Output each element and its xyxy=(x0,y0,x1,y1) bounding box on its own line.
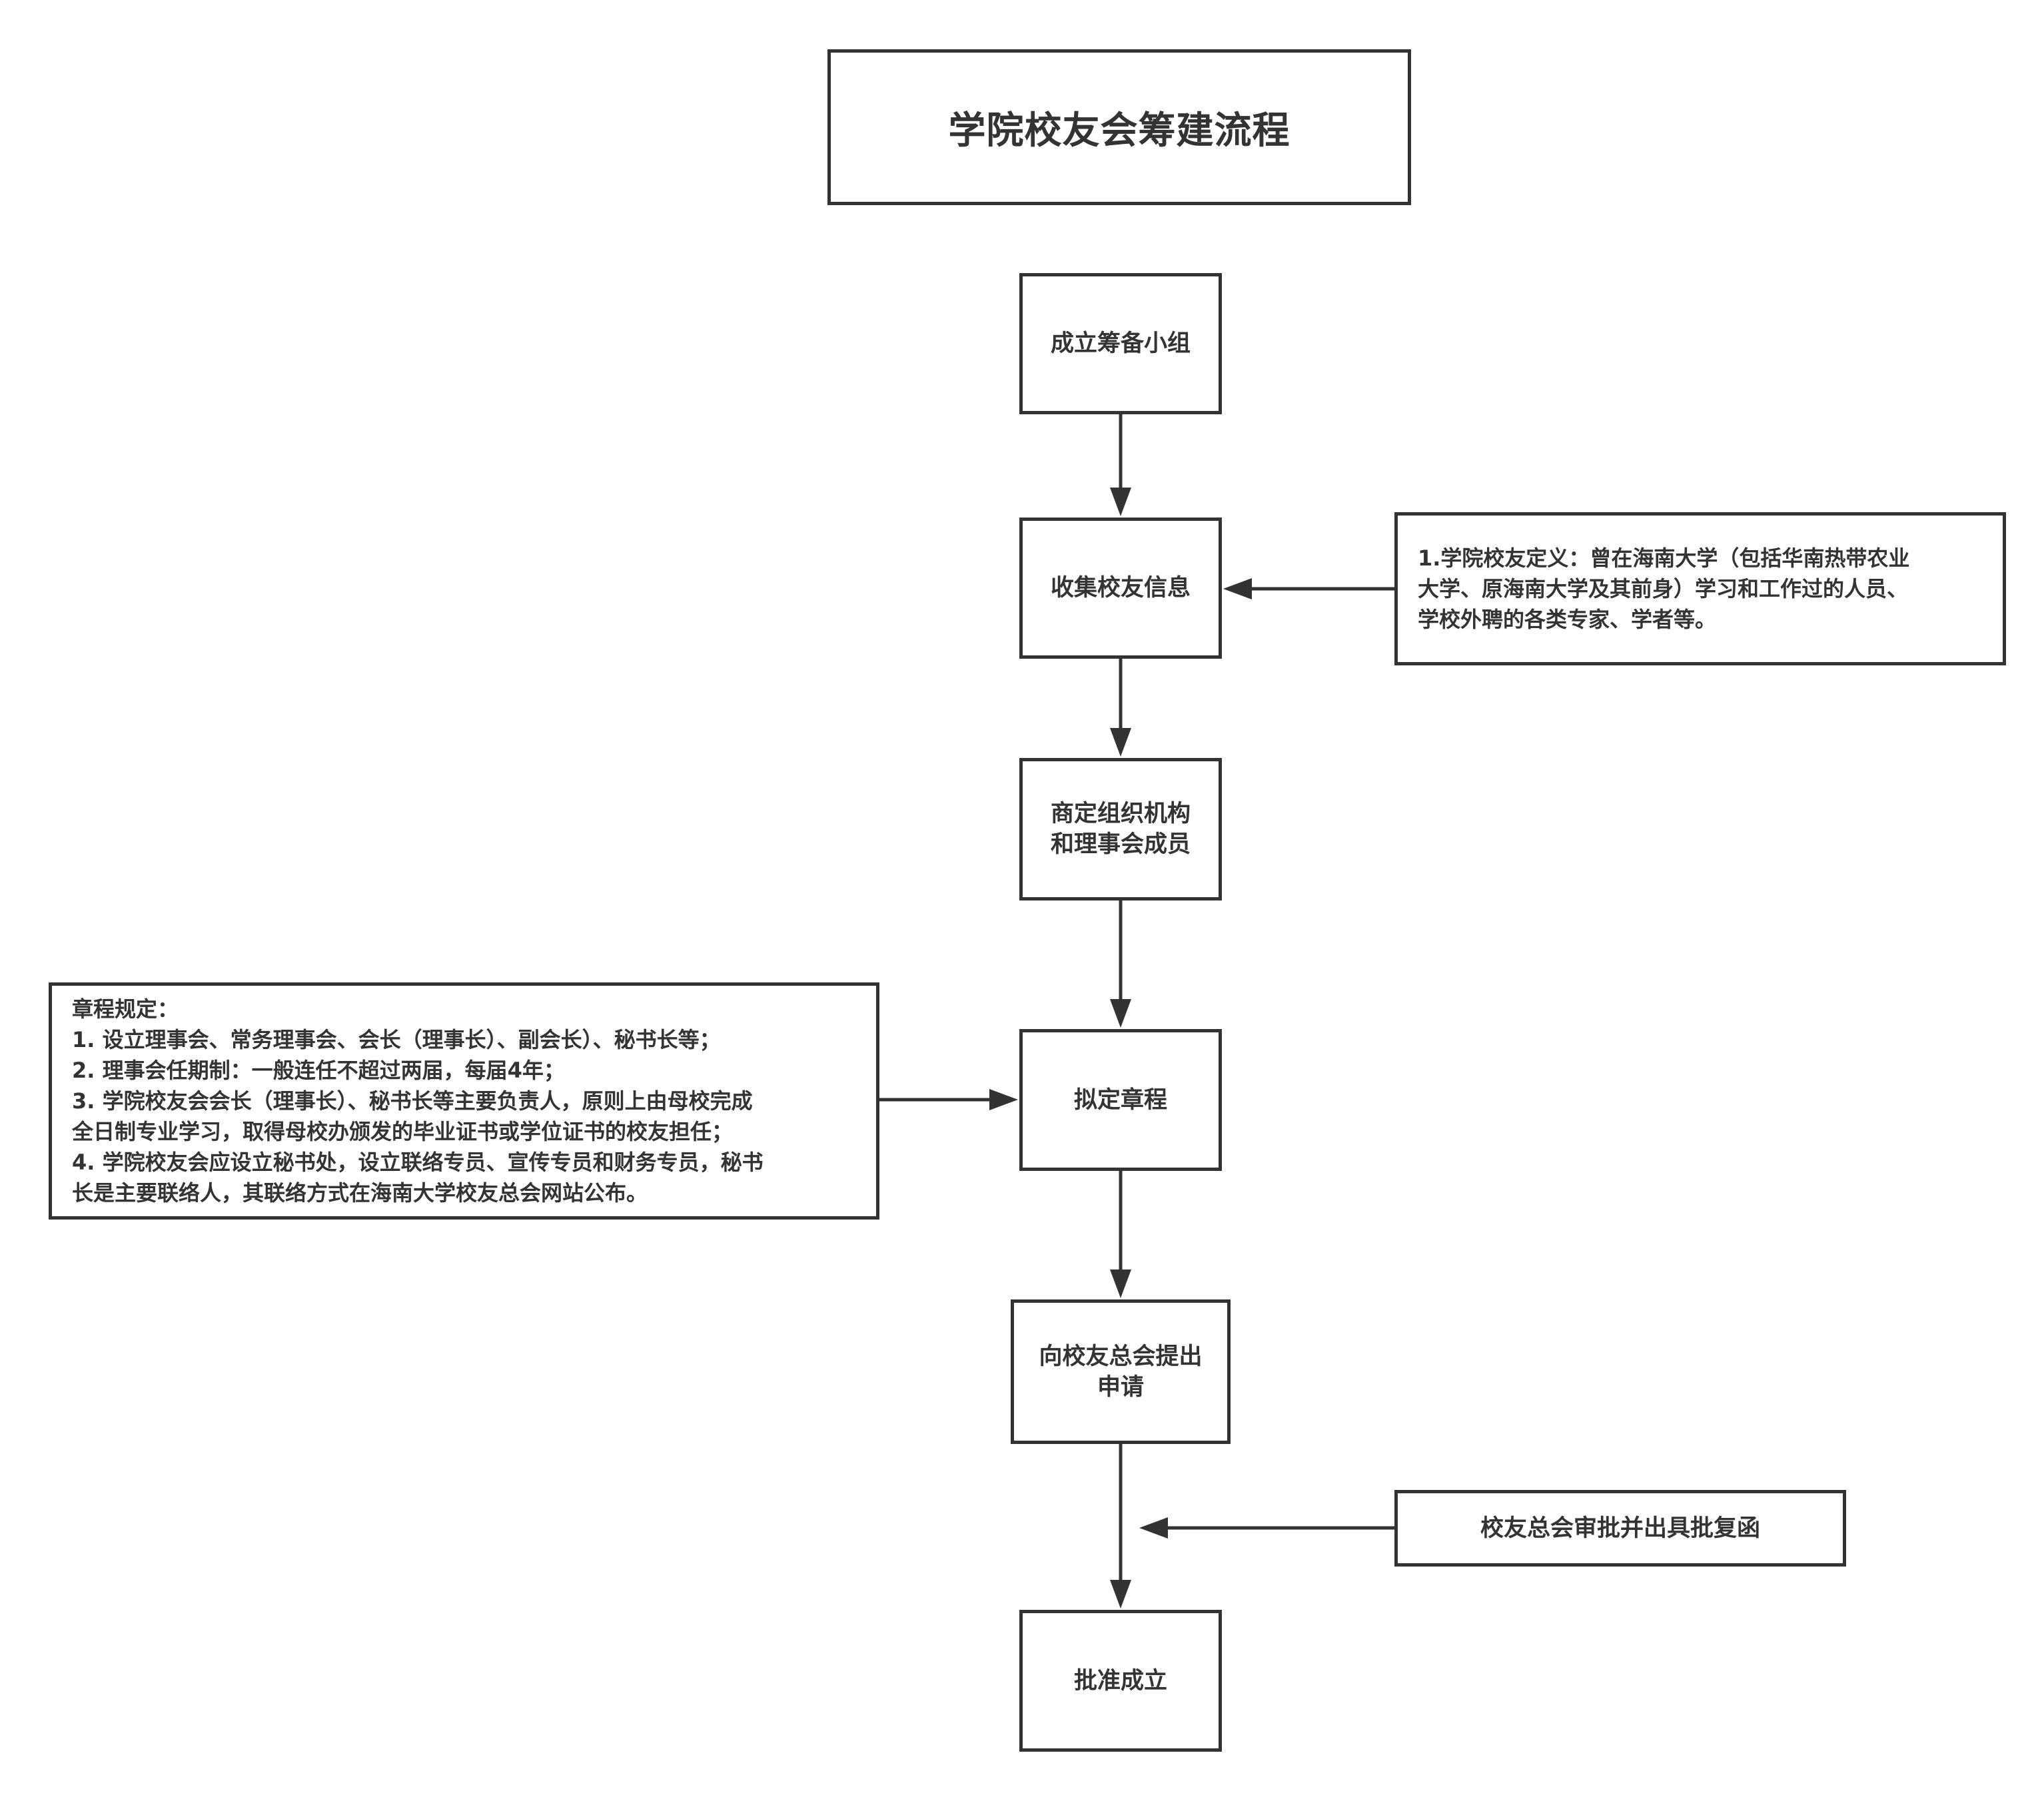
step-line: 申请 xyxy=(1097,1373,1144,1401)
step-line: 成立筹备小组 xyxy=(1050,330,1191,357)
step-line: 拟定章程 xyxy=(1073,1086,1167,1114)
step-line: 和理事会成员 xyxy=(1050,831,1191,858)
step-line: 向校友总会提出 xyxy=(1039,1343,1203,1370)
arrowhead-rules xyxy=(989,1089,1018,1110)
note-alumni-definition: 1.学院校友定义：曾在海南大学（包括华南热带农业 大学、原海南大学及其前身）学习… xyxy=(1394,512,2006,665)
note-charter-rules: 章程规定： 1. 设立理事会、常务理事会、会长（理事长）、副会长）、秘书长等； … xyxy=(49,982,879,1220)
note-line: 1.学院校友定义：曾在海南大学（包括华南热带农业 xyxy=(1418,545,1910,571)
step-line: 收集校友信息 xyxy=(1050,575,1191,601)
note-line: 1. 设立理事会、常务理事会、会长（理事长）、副会长）、秘书长等； xyxy=(72,1027,721,1052)
arrowhead-step6 xyxy=(1110,1580,1131,1609)
note-line: 大学、原海南大学及其前身）学习和工作过的人员、 xyxy=(1418,576,1909,601)
note-line: 校友总会审批并出具批复函 xyxy=(1480,1515,1760,1542)
step-label: 成立筹备小组 xyxy=(1051,328,1191,359)
step-label: 收集校友信息 xyxy=(1051,573,1191,603)
note-line: 全日制专业学习，取得母校办颁发的毕业证书或学位证书的校友担任； xyxy=(72,1119,734,1144)
note-line: 章程规定： xyxy=(72,996,179,1022)
note-approval: 校友总会审批并出具批复函 xyxy=(1394,1490,1846,1567)
step-label: 向校友总会提出 申请 xyxy=(1039,1341,1202,1403)
step-label: 拟定章程 xyxy=(1074,1085,1167,1116)
arrowhead-step5 xyxy=(1110,1269,1131,1298)
arrowhead-step4 xyxy=(1110,999,1131,1028)
note-line: 2. 理事会任期制：一般连任不超过两届，每届4年； xyxy=(72,1058,565,1083)
arrowhead-step3 xyxy=(1110,728,1131,757)
note-line: 4. 学院校友会应设立秘书处，设立联络专员、宣传专员和财务专员，秘书 xyxy=(72,1150,764,1175)
step-draft-charter: 拟定章程 xyxy=(1019,1029,1222,1171)
note-text: 章程规定： 1. 设立理事会、常务理事会、会长（理事长）、副会长）、秘书长等； … xyxy=(72,994,856,1208)
step-line: 批准成立 xyxy=(1073,1667,1167,1694)
diagram-title: 学院校友会筹建流程 xyxy=(827,49,1411,205)
note-line: 学校外聘的各类专家、学者等。 xyxy=(1418,607,1717,632)
diagram-title-text: 学院校友会筹建流程 xyxy=(948,109,1290,153)
arrowhead-definition xyxy=(1223,578,1252,599)
step-collect-alumni-info: 收集校友信息 xyxy=(1019,518,1222,659)
step-decide-organization: 商定组织机构 和理事会成员 xyxy=(1019,758,1222,900)
arrowhead-approval xyxy=(1139,1517,1168,1539)
note-text: 1.学院校友定义：曾在海南大学（包括华南热带农业 大学、原海南大学及其前身）学习… xyxy=(1418,543,1984,635)
arrowhead-step2 xyxy=(1110,488,1131,516)
note-text: 校友总会审批并出具批复函 xyxy=(1398,1513,1843,1544)
step-form-preparatory-group: 成立筹备小组 xyxy=(1019,273,1222,414)
step-approved-established: 批准成立 xyxy=(1019,1610,1222,1752)
note-line: 3. 学院校友会会长（理事长）、秘书长等主要负责人，原则上由母校完成 xyxy=(72,1088,753,1114)
note-line: 长是主要联络人，其联络方式在海南大学校友总会网站公布。 xyxy=(72,1180,648,1206)
step-line: 商定组织机构 xyxy=(1050,801,1191,827)
step-label: 批准成立 xyxy=(1074,1666,1167,1696)
step-label: 商定组织机构 和理事会成员 xyxy=(1051,799,1191,860)
step-submit-application: 向校友总会提出 申请 xyxy=(1011,1299,1231,1444)
